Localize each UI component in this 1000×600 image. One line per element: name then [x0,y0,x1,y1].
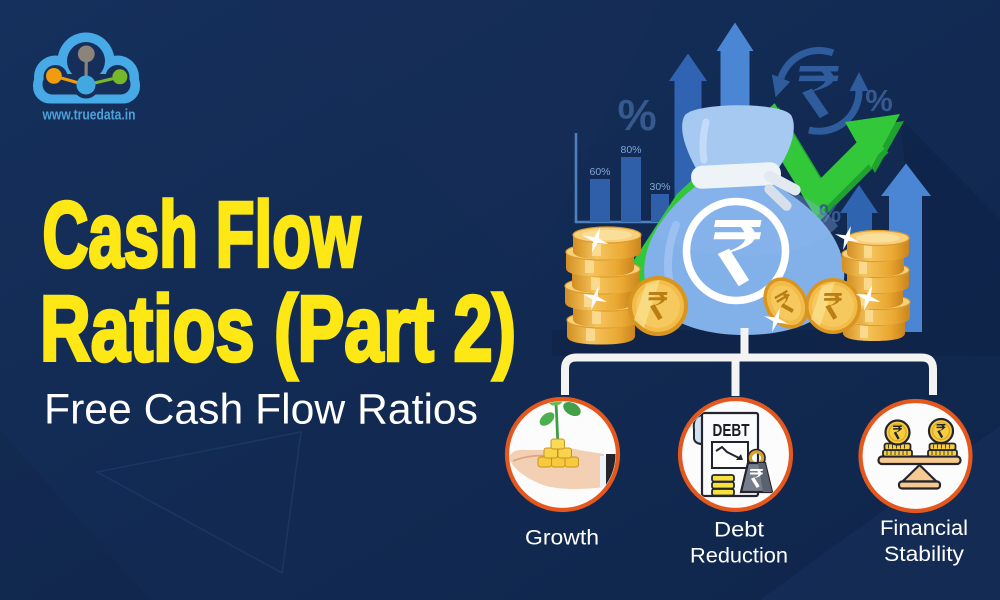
svg-text:%: % [819,200,841,228]
svg-text:60%: 60% [589,166,610,178]
svg-text:Stability: Stability [884,542,964,566]
svg-text:Free Cash Flow Ratios: Free Cash Flow Ratios [44,386,478,434]
svg-text:Ratios (Part 2): Ratios (Part 2) [40,277,516,381]
svg-text:Financial: Financial [880,516,968,540]
svg-text:Cash Flow: Cash Flow [43,183,361,287]
svg-text:www.truedata.in: www.truedata.in [42,107,136,124]
svg-text:%: % [617,91,656,140]
svg-text:30%: 30% [649,181,670,193]
svg-text:%: % [865,83,893,118]
svg-text:Reduction: Reduction [690,544,788,568]
svg-text:80%: 80% [620,144,641,156]
svg-text:DEBT: DEBT [713,420,750,440]
svg-text:Debt: Debt [714,518,764,542]
svg-text:Growth: Growth [525,526,599,550]
